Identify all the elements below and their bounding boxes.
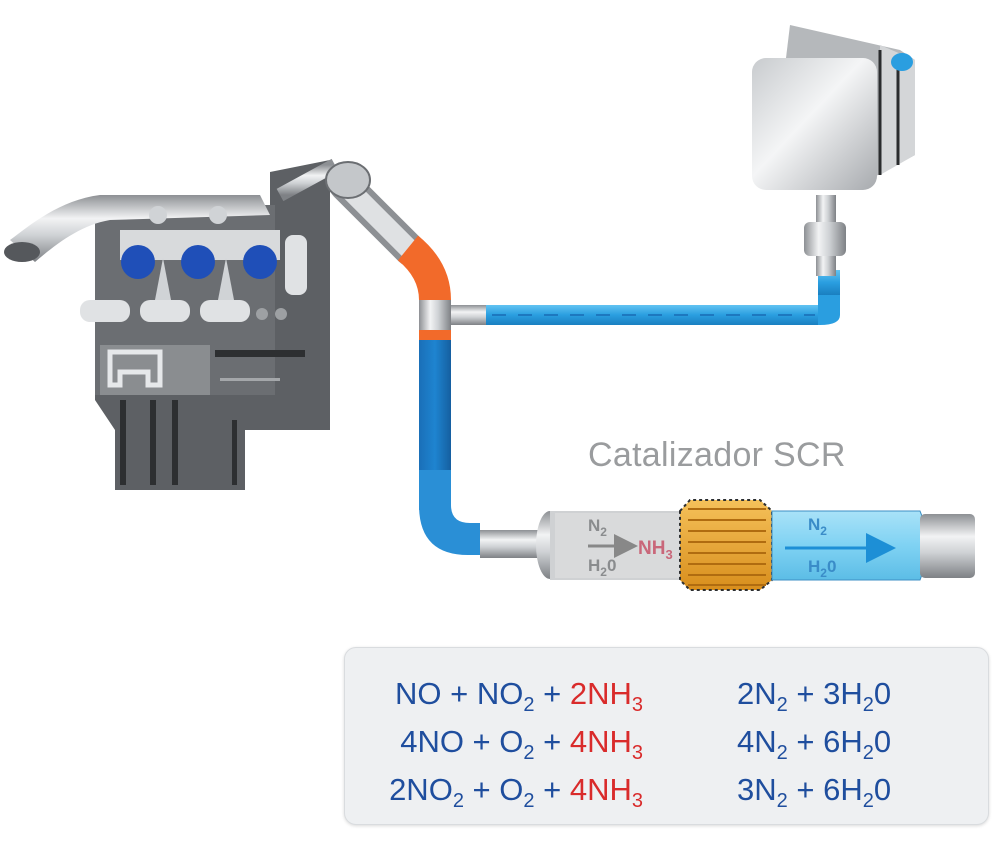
equation-row: NO + NO2 + 2NH3 2N2 + 3H20 xyxy=(345,676,988,722)
equation-subscript: 2 xyxy=(523,694,535,716)
ammonia-subscript: 3 xyxy=(631,742,643,764)
equation-subscript: 2 xyxy=(523,742,535,764)
equation-term: + 6H xyxy=(787,772,863,807)
ammonia-subscript: 3 xyxy=(631,790,643,812)
equation-reactants: NO + NO2 + 2NH3 xyxy=(395,676,643,715)
equation-subscript: 2 xyxy=(862,694,874,716)
equation-products: 2N2 + 3H20 xyxy=(737,676,892,715)
equation-term: 0 xyxy=(873,676,892,711)
equation-subscript: 2 xyxy=(776,694,788,716)
equation-subscript: 2 xyxy=(776,790,788,812)
equation-term: 4N xyxy=(737,724,777,759)
inlet-n2-label: N2 xyxy=(588,516,607,539)
equation-term: + 6H xyxy=(787,724,863,759)
equation-term: 0 xyxy=(873,772,892,807)
equation-row: 4NO + O2 + 4NH3 4N2 + 6H20 xyxy=(345,724,988,770)
equation-term: 4NO + O xyxy=(400,724,524,759)
equation-term: + xyxy=(534,724,570,759)
equation-products: 4N2 + 6H20 xyxy=(737,724,892,763)
equation-term: + O xyxy=(463,772,524,807)
ammonia-term: 2NH xyxy=(569,676,632,711)
equation-subscript: 2 xyxy=(452,790,464,812)
equation-subscript: 2 xyxy=(862,742,874,764)
equation-term: 3N xyxy=(737,772,777,807)
urea-line xyxy=(451,270,840,325)
equation-row: 2NO2 + O2 + 4NH3 3N2 + 6H20 xyxy=(345,772,988,818)
equation-subscript: 2 xyxy=(523,790,535,812)
ammonia-subscript: 3 xyxy=(631,694,643,716)
scr-catalyst: N2 H20 NH3 N2 H20 xyxy=(536,499,975,591)
equation-term: + xyxy=(534,772,570,807)
engine xyxy=(4,158,339,490)
outlet-n2-label: N2 xyxy=(808,515,827,538)
equation-reactants: 2NO2 + O2 + 4NH3 xyxy=(389,772,643,811)
outlet-h2o-label: H20 xyxy=(808,557,836,580)
reaction-equations-panel: NO + NO2 + 2NH3 2N2 + 3H20 4NO + O2 + 4N… xyxy=(344,647,989,825)
equation-term: 0 xyxy=(873,724,892,759)
inlet-h2o-label: H20 xyxy=(588,556,616,579)
equation-term: + 3H xyxy=(787,676,863,711)
ammonia-term: 4NH xyxy=(569,724,632,759)
exhaust-pipe xyxy=(325,161,542,558)
equation-products: 3N2 + 6H20 xyxy=(737,772,892,811)
equation-subscript: 2 xyxy=(776,742,788,764)
equation-term: 2N xyxy=(737,676,777,711)
equation-subscript: 2 xyxy=(862,790,874,812)
equation-term: + xyxy=(534,676,570,711)
equation-term: NO + NO xyxy=(395,676,524,711)
urea-tank xyxy=(752,25,915,276)
catalyst-title: Catalizador SCR xyxy=(588,436,846,474)
ammonia-term: 4NH xyxy=(569,772,632,807)
inlet-nh3-label: NH3 xyxy=(638,538,673,562)
equation-reactants: 4NO + O2 + 4NH3 xyxy=(400,724,643,763)
equation-term: 2NO xyxy=(389,772,453,807)
